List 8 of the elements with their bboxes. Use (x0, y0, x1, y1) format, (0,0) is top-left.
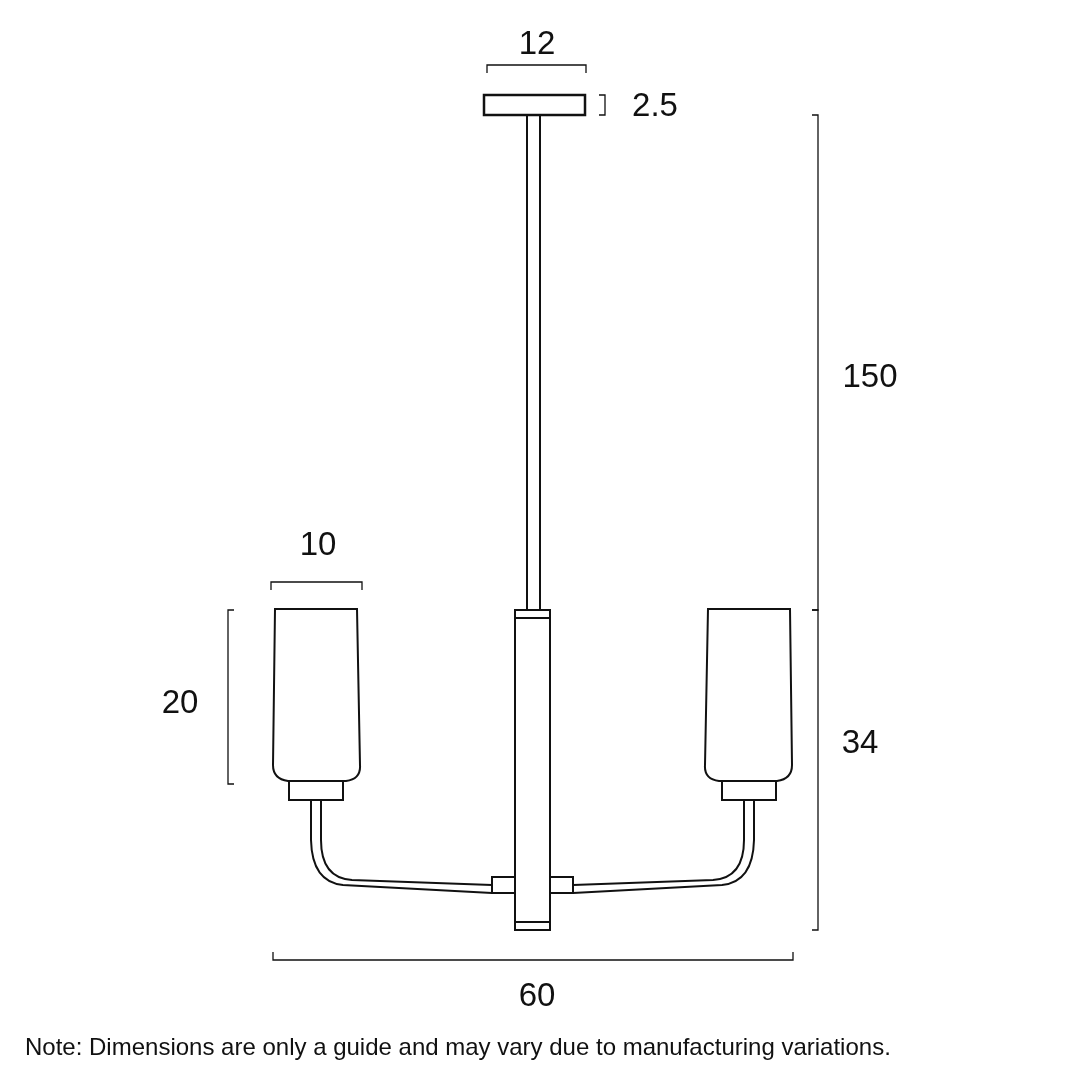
dimension-label: 20 (161, 684, 199, 718)
dimension-label: 10 (299, 526, 337, 560)
dimension-label: 12 (518, 25, 556, 59)
dimension-label: 2.5 (632, 87, 678, 121)
dimension-label: 150 (842, 358, 898, 392)
dimension-label: 34 (841, 724, 879, 758)
note-text: Note: Dimensions are only a guide and may vary due to manufacturing variations. (25, 1035, 891, 1059)
dimension-label: 60 (518, 977, 556, 1011)
